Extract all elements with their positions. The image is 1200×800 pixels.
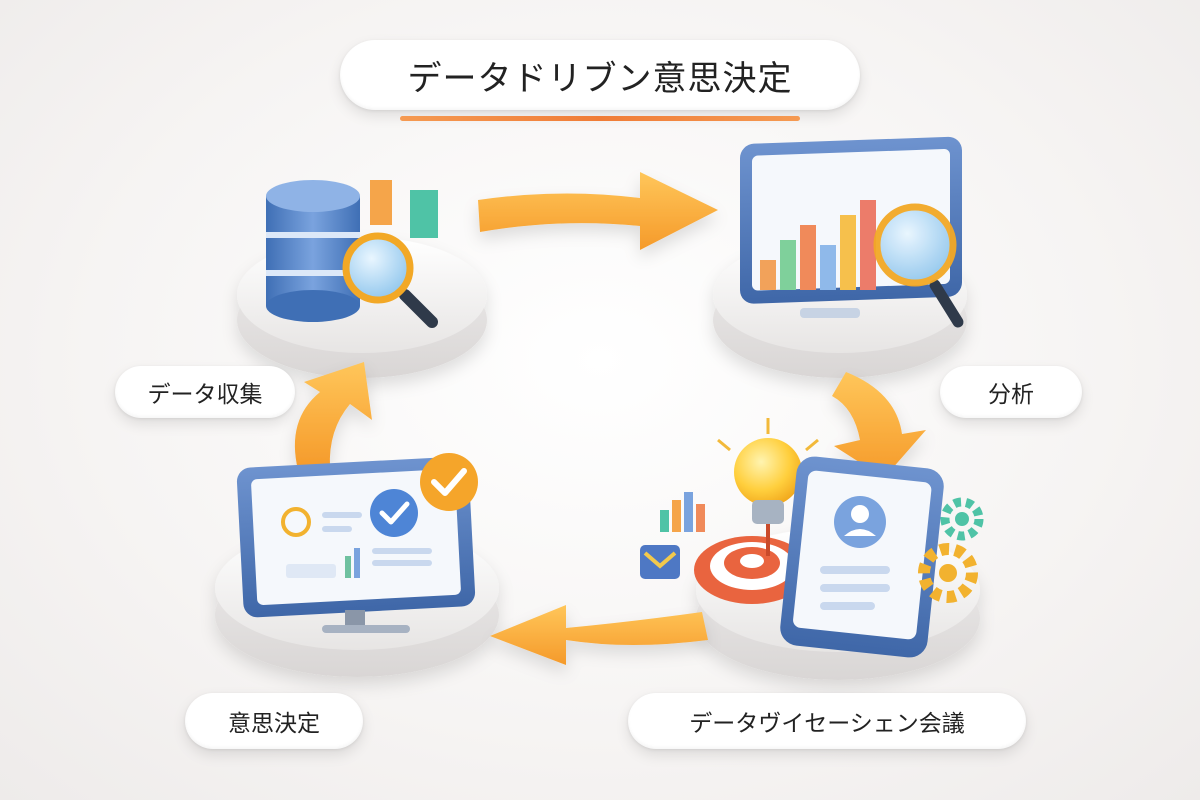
title-underline (400, 116, 800, 121)
envelope-icon (640, 545, 680, 579)
step-label-collect: データ収集 (115, 366, 295, 418)
checkmark-icon (370, 489, 418, 537)
smartphone-icon (780, 456, 944, 658)
gear-icon (918, 497, 984, 603)
mini-bar-chart-icon (370, 180, 438, 238)
arrow-collect-to-analyze (478, 172, 718, 250)
step-label-insight: データヴイセーシェン会議 (628, 693, 1026, 749)
arrow-insight-to-decide (490, 605, 708, 665)
diagram-title: データドリブン意思決定 (340, 40, 860, 110)
approval-badge-icon (420, 453, 478, 511)
target-icon (694, 536, 810, 604)
small-chart-icon (660, 492, 705, 532)
arrow-analyze-to-insight (832, 372, 926, 478)
database-icon (266, 180, 360, 322)
analyze-magnifier-icon (873, 203, 964, 328)
step-label-analyze: 分析 (940, 366, 1082, 418)
step-label-decide: 意思決定 (185, 693, 363, 749)
lightbulb-icon (717, 418, 819, 556)
magnifier-icon (342, 232, 438, 328)
arrow-decide-to-collect (294, 362, 372, 470)
